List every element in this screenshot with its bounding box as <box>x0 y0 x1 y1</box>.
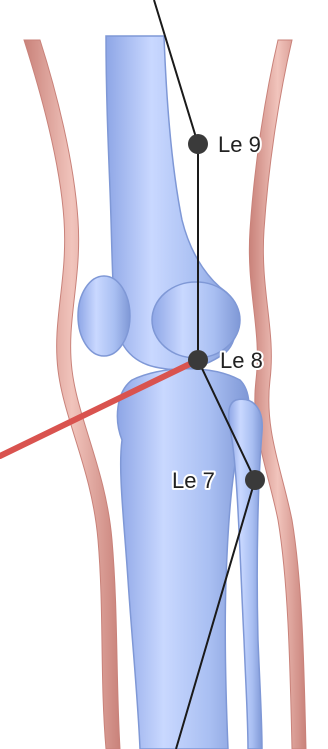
patella-bone <box>78 276 130 356</box>
point-le7-label: Le 7 <box>172 468 215 493</box>
point-le9 <box>188 134 208 154</box>
fibula-bone <box>229 399 263 749</box>
femoral-condyle <box>152 282 240 358</box>
point-le8 <box>188 350 208 370</box>
point-le9-label: Le 9 <box>218 132 261 157</box>
point-le8-label: Le 8 <box>220 348 263 373</box>
point-le7 <box>245 470 265 490</box>
skin-outline-left <box>24 40 120 749</box>
